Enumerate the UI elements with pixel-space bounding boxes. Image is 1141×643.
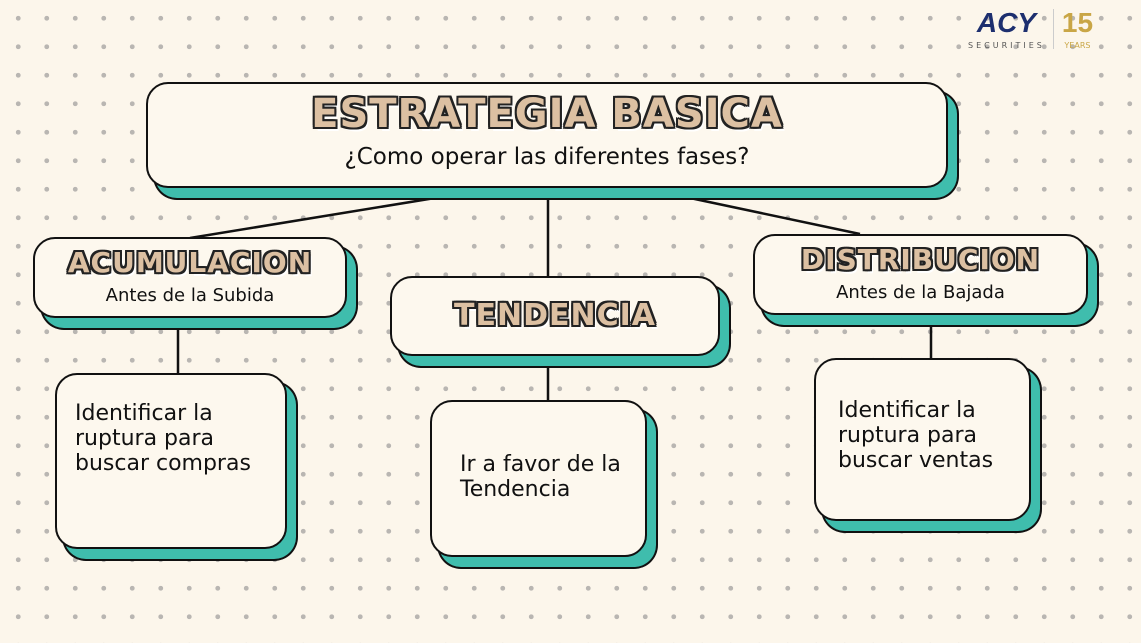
phase-subtitle: Antes de la Bajada xyxy=(836,282,1005,303)
detail-text: Ir a favor de la Tendencia xyxy=(460,452,621,502)
detail-text: Identificar la ruptura para buscar compr… xyxy=(75,401,251,476)
logo-sub: SECURITIES xyxy=(968,41,1045,50)
main-title: ESTRATEGIA BASICA xyxy=(311,91,783,137)
detail-tendencia: Ir a favor de la Tendencia xyxy=(430,400,647,557)
phase-title: DISTRIBUCION xyxy=(800,243,1041,276)
detail-distribucion: Identificar la ruptura para buscar venta… xyxy=(814,358,1031,521)
phase-acumulacion: ACUMULACION Antes de la Subida xyxy=(33,237,347,318)
phase-tendencia: TENDENCIA xyxy=(390,276,720,356)
logo-badge-sub: YEARS xyxy=(1064,41,1091,50)
main-node: ESTRATEGIA BASICA ¿Como operar las difer… xyxy=(146,82,948,188)
acy-securities-logo: ACY SECURITIES 15 YEARS xyxy=(968,6,1093,52)
phase-title: TENDENCIA xyxy=(454,298,656,333)
logo-badge: 15 xyxy=(1061,7,1094,38)
phase-title: ACUMULACION xyxy=(67,246,313,279)
logo-brand: ACY xyxy=(976,7,1036,38)
detail-text: Identificar la ruptura para buscar venta… xyxy=(838,398,994,473)
phase-subtitle: Antes de la Subida xyxy=(105,285,275,306)
phase-distribucion: DISTRIBUCION Antes de la Bajada xyxy=(753,234,1088,315)
main-subtitle: ¿Como operar las diferentes fases? xyxy=(344,144,750,170)
detail-acumulacion: Identificar la ruptura para buscar compr… xyxy=(55,373,287,549)
